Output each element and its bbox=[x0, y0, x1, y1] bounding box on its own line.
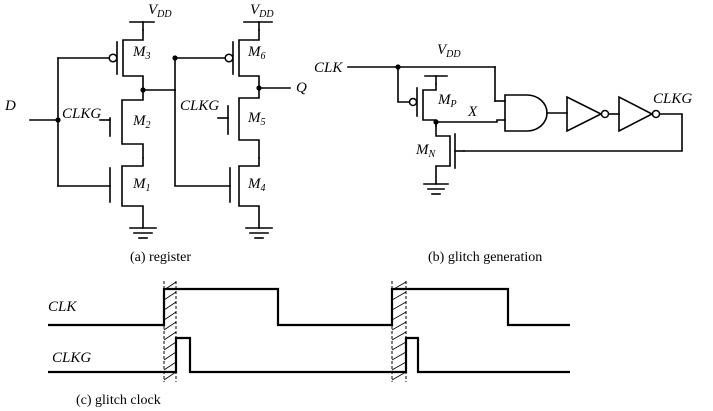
m1-label: M1 bbox=[132, 176, 151, 194]
mn-label: MN bbox=[415, 142, 437, 160]
clkg-label-b: CLKG bbox=[180, 98, 219, 114]
mp-channel bbox=[422, 83, 437, 127]
caption-glitch-clock: (c) glitch clock bbox=[76, 393, 161, 408]
caption-glitch-generation: (b) glitch generation bbox=[428, 250, 542, 265]
and-gate bbox=[504, 94, 548, 132]
m3-channel bbox=[122, 29, 144, 91]
mp-bubble bbox=[408, 97, 418, 107]
caption-register: (a) register bbox=[130, 250, 191, 265]
vdd3-label: VDD bbox=[437, 42, 461, 60]
delay-marker-2 bbox=[391, 281, 407, 382]
inverter-2 bbox=[618, 95, 654, 133]
inverter-1 bbox=[566, 95, 603, 133]
m4-label: M4 bbox=[247, 176, 266, 194]
delay-marker-1 bbox=[163, 281, 177, 382]
glitch-generation-circuit: CLK VDD MP X MN bbox=[314, 42, 692, 265]
timing-clk-label: CLK bbox=[48, 299, 77, 315]
timing-clkg-label: CLKG bbox=[52, 350, 91, 366]
timing-diagram: CLK CLKG bbox=[48, 281, 570, 408]
output-q-label: Q bbox=[296, 80, 307, 96]
inverter-1-bubble bbox=[600, 109, 610, 119]
vdd2-label: VDD bbox=[250, 2, 274, 20]
m4-channel bbox=[238, 157, 260, 229]
m6-bubble bbox=[224, 53, 234, 63]
x-to-and bbox=[435, 119, 506, 123]
m6-channel bbox=[238, 29, 260, 91]
clkg-output-label: CLKG bbox=[653, 91, 692, 107]
stage2-gate-bus bbox=[174, 57, 231, 187]
m5-label: M5 bbox=[247, 110, 266, 128]
m2-channel bbox=[121, 89, 144, 159]
clkg-label-a: CLKG bbox=[62, 106, 101, 122]
ground-2 bbox=[245, 227, 273, 239]
clk-waveform bbox=[48, 287, 570, 327]
inverter-2-bubble bbox=[651, 109, 661, 119]
input-d-label: D bbox=[4, 98, 16, 114]
mp-gate-wire bbox=[397, 66, 411, 103]
m6-label: M6 bbox=[247, 44, 266, 62]
m5-channel bbox=[238, 89, 260, 159]
register-circuit: D VDD M3 CLKG M2 M1 bbox=[4, 2, 307, 265]
clk-label: CLK bbox=[314, 60, 343, 76]
x-label: X bbox=[467, 104, 478, 120]
m3-label: M3 bbox=[132, 44, 151, 62]
clkg-waveform bbox=[48, 336, 570, 374]
m1-channel bbox=[121, 157, 144, 229]
mp-label: MP bbox=[437, 92, 457, 110]
mn-channel bbox=[435, 121, 451, 185]
ground-3 bbox=[423, 183, 449, 195]
feedback-wire bbox=[463, 113, 683, 152]
m3-bubble bbox=[108, 53, 118, 63]
ground-1 bbox=[129, 227, 157, 239]
m2-label: M2 bbox=[132, 113, 151, 131]
vdd1-label: VDD bbox=[148, 2, 172, 20]
